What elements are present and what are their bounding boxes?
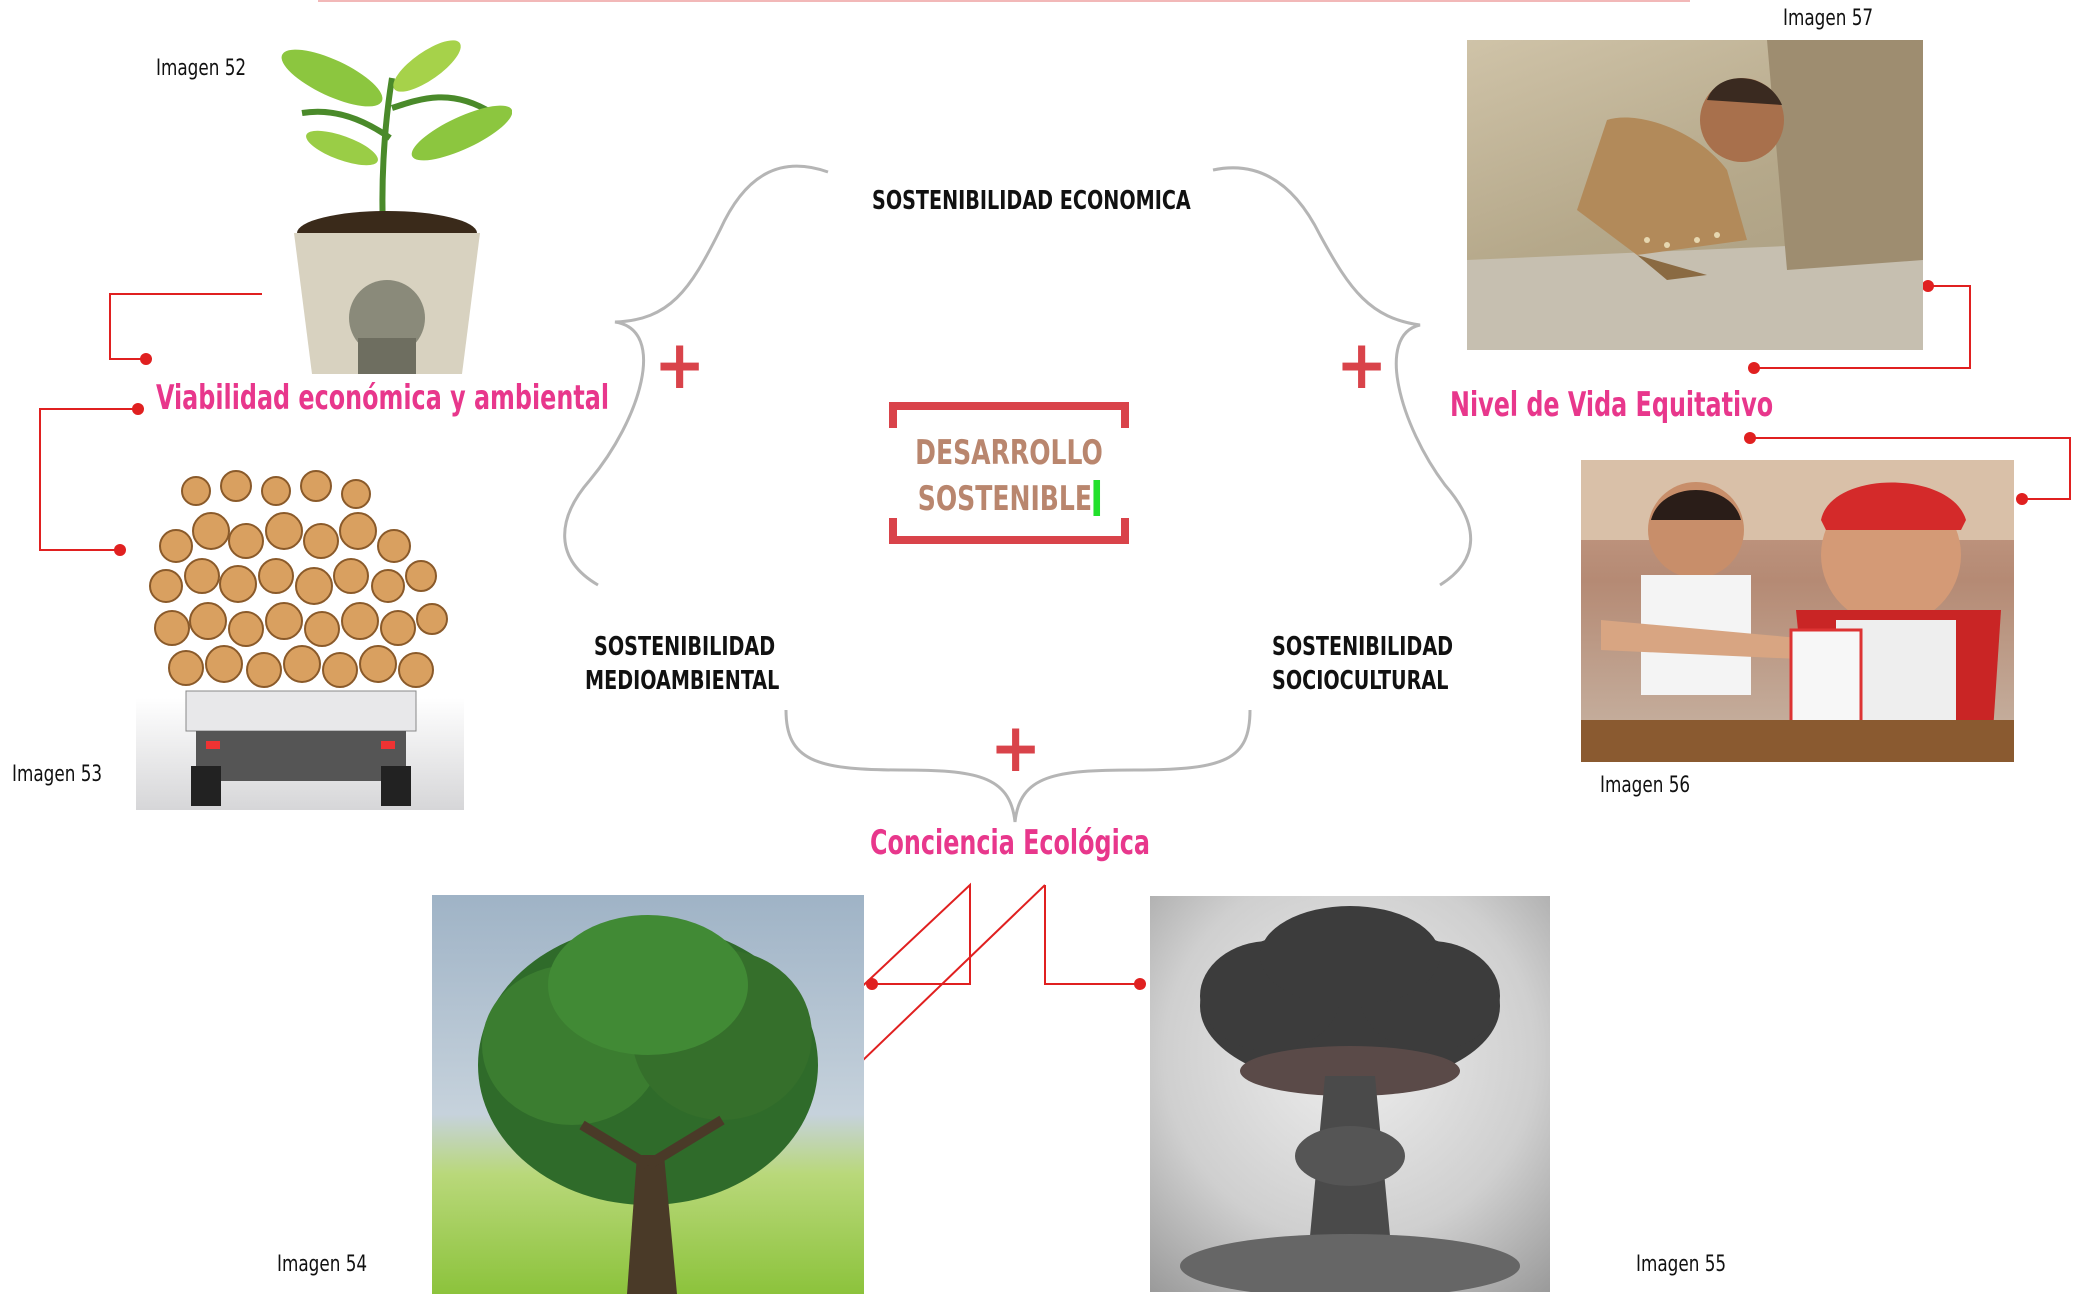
image-56-kids-eating [1581,460,2014,762]
center-title-line2: SOSTENIBLE [907,476,1112,522]
pillar-sociocultural: SOSTENIBILIDAD SOCIOCULTURAL [1272,630,1453,698]
image-52-plant-money [262,18,512,374]
pillar-medioambiental-line1: SOSTENIBILIDAD [594,632,776,662]
pillar-medioambiental: SOSTENIBILIDAD MEDIOAMBIENTAL [585,630,779,698]
caption-img52: Imagen 52 [156,56,247,81]
label-conciencia: Conciencia Ecológica [870,823,1150,863]
connector-55 [1044,885,1140,985]
frame-top [889,402,1129,428]
pillar-economica: SOSTENIBILIDAD ECONOMICA [872,186,1191,216]
connector-53 [39,408,138,551]
connector-57 [1754,285,1971,369]
plus-left: + [654,326,706,405]
caption-img53: Imagen 53 [12,762,103,787]
pillar-sociocultural-line2: SOCIOCULTURAL [1272,666,1449,696]
image-54-tree [432,895,864,1294]
brace-left [563,164,829,587]
label-nivel-vida: Nivel de Vida Equitativo [1450,385,1774,425]
caption-img56: Imagen 56 [1600,773,1691,798]
center-title: DESARROLLO SOSTENIBLE [907,430,1112,522]
pillar-sociocultural-line1: SOSTENIBILIDAD [1272,632,1454,662]
pillar-medioambiental-line2: MEDIOAMBIENTAL [585,666,780,696]
image-55-mushroom-cloud [1150,896,1550,1292]
caption-img55: Imagen 55 [1636,1252,1727,1277]
image-57-child-ground [1467,40,1923,350]
center-title-line1: DESARROLLO [915,433,1103,473]
caption-img54: Imagen 54 [277,1252,368,1277]
brace-bottom [784,709,1252,823]
top-bar [318,0,1690,2]
caption-img57: Imagen 57 [1783,6,1874,31]
text-cursor [1093,480,1101,516]
label-viabilidad: Viabilidad económica y ambiental [156,378,610,418]
connector-56 [1750,437,2071,500]
connector-52 [109,293,292,360]
center-title-line2-text: SOSTENIBLE [917,479,1093,519]
frame-bottom [889,518,1129,544]
plus-right: + [1336,326,1388,405]
plus-bottom: + [990,709,1042,788]
brace-right [1212,166,1473,587]
image-53-log-truck [136,436,464,810]
